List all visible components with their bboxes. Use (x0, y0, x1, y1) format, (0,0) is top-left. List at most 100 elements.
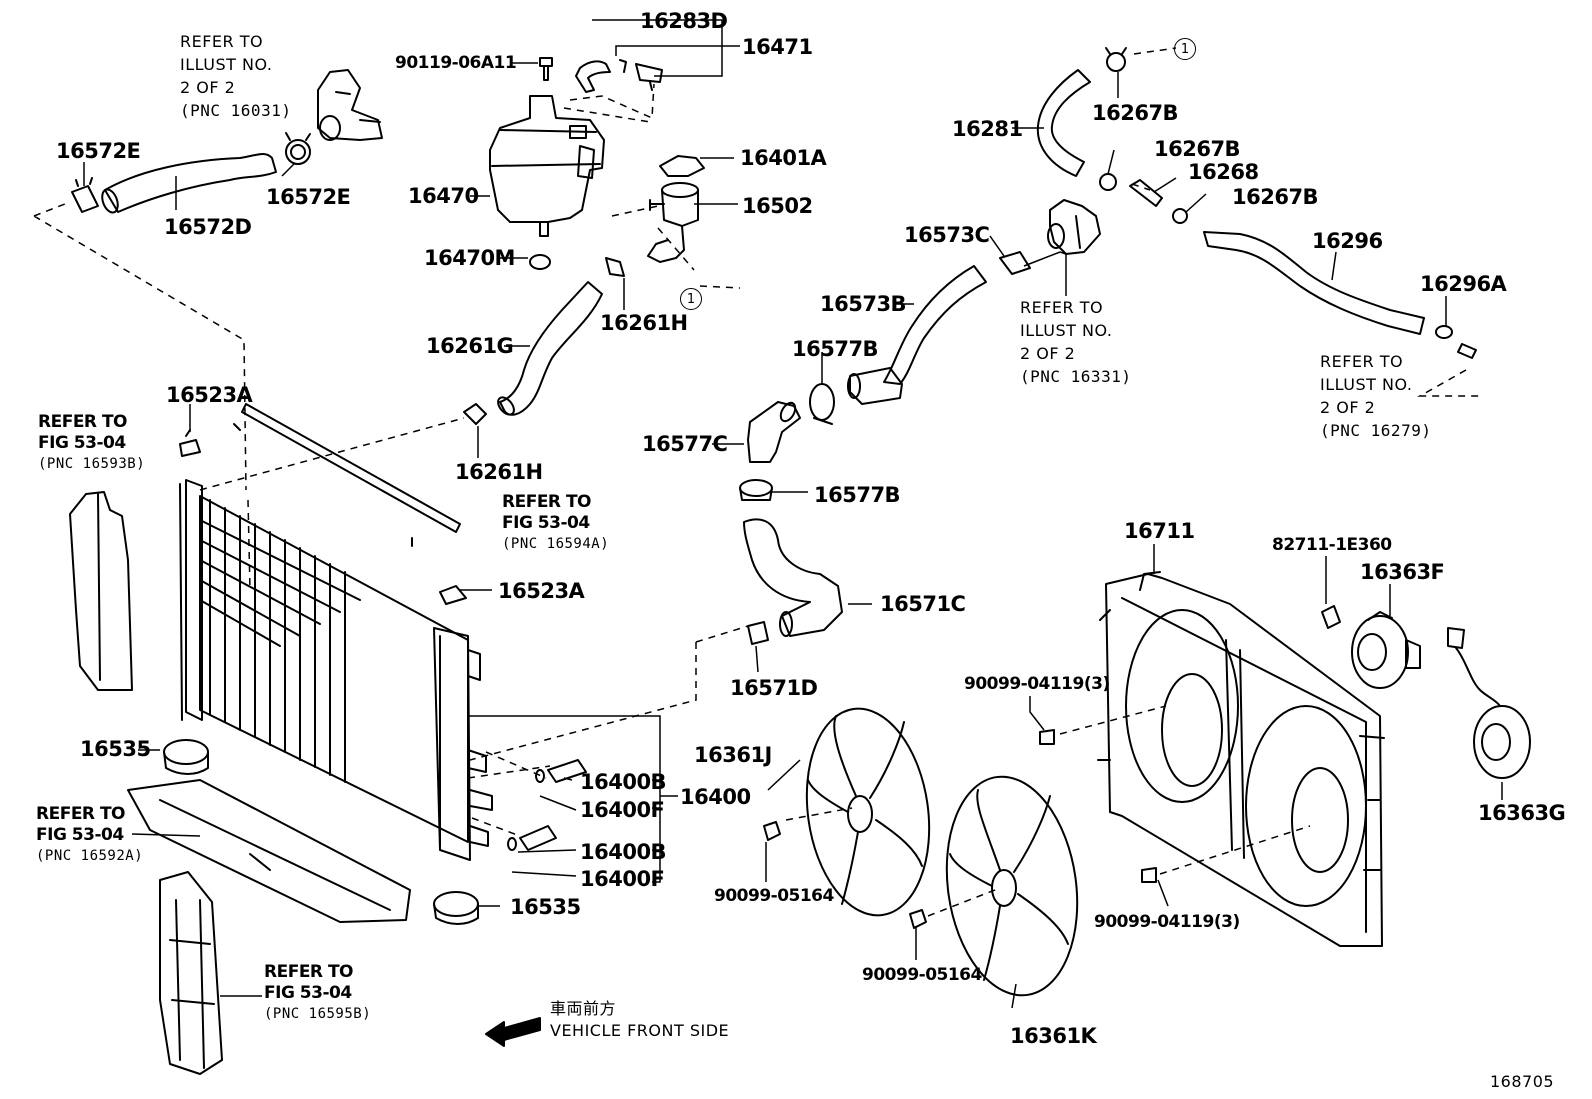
label-16261h-top: 16261H (600, 311, 688, 335)
screw-90099-04119-b (1141, 867, 1157, 883)
label-16363g: 16363G (1478, 801, 1566, 825)
hose-16296 (1203, 231, 1425, 335)
label-16267b-mid: 16267B (1154, 137, 1241, 161)
callout-marker-mid: 1 (680, 288, 702, 310)
ref-pnc-16594a: REFER TO FIG 53-04 (PNC 16594A) (502, 492, 610, 552)
hose-16572d (101, 152, 277, 214)
label-16283d: 16283D (640, 9, 728, 33)
seal-16593b (69, 491, 133, 691)
clamp-16296a (1435, 325, 1453, 339)
drain-cock-16400b-b (507, 825, 557, 851)
clamp-16572e-right (285, 132, 311, 165)
radiator-cap-16401a (659, 155, 705, 177)
label-16470: 16470 (408, 184, 479, 208)
clamp-16261h-bottom (463, 403, 487, 425)
label-16401a: 16401A (740, 146, 827, 170)
clamp-16267b-right (1172, 208, 1188, 224)
clamp-16577b-mid (739, 479, 773, 501)
label-16711: 16711 (1124, 519, 1195, 543)
hose-16281 (1036, 69, 1091, 177)
label-16535-left: 16535 (80, 737, 151, 761)
label-16400b-a: 16400B (580, 770, 667, 794)
filler-neck-16502 (647, 182, 699, 263)
bolt-90119 (539, 57, 553, 81)
label-16361k: 16361K (1010, 1024, 1097, 1048)
label-16296: 16296 (1312, 229, 1383, 253)
nut-90099-05164-b (909, 909, 927, 929)
label-16261h-bottom: 16261H (455, 460, 543, 484)
cap-16470m (529, 254, 551, 270)
fan-motor-16363g (1447, 627, 1531, 779)
nut-90099-05164-a (763, 821, 781, 841)
pipe-16279 (1457, 343, 1477, 359)
fan-motor-16363f (1351, 611, 1421, 689)
label-16523a-top: 16523A (166, 383, 253, 407)
label-16535-right: 16535 (510, 895, 581, 919)
label-16573b: 16573B (820, 292, 907, 316)
ref-pnc-16592a: REFER TO FIG 53-04 (PNC 16592A) (36, 804, 144, 864)
label-90099-05164-a: 90099-05164 (714, 886, 834, 906)
label-16571d: 16571D (730, 676, 818, 700)
label-82711-1e360: 82711-1E360 (1272, 535, 1392, 555)
vehicle-front-note: 車両前方 VEHICLE FRONT SIDE (550, 998, 729, 1042)
label-16400: 16400 (680, 785, 751, 809)
fan-16361j (805, 707, 931, 917)
cushion-16535-right (433, 891, 479, 925)
ref-pnc-16593b: REFER TO FIG 53-04 (PNC 16593B) (38, 412, 146, 472)
clamp-16572e-left (71, 177, 99, 213)
cushion-16535-left (163, 739, 209, 775)
hose-16573b (847, 265, 987, 405)
clip-82711 (1321, 605, 1341, 629)
label-16577b-top: 16577B (792, 337, 879, 361)
hose-16577c (747, 401, 801, 463)
clip-16471 (619, 59, 663, 91)
label-90099-05164-b: 90099-05164 (862, 965, 982, 985)
ref-pnc-16331: REFER TO ILLUST NO. 2 OF 2 (PNC 16331) (1020, 298, 1132, 386)
clamp-16573c (999, 251, 1031, 275)
label-16361j: 16361J (694, 743, 772, 767)
pipe-16268 (1129, 179, 1163, 207)
clamp-16571d (747, 621, 769, 645)
label-16400f-b: 16400F (580, 867, 665, 891)
front-note-jp: 車両前方 (550, 999, 617, 1018)
clamp-16261h-top (605, 257, 625, 277)
screw-90099-04119-a (1039, 729, 1055, 745)
label-16571c: 16571C (880, 592, 966, 616)
label-16471: 16471 (742, 35, 813, 59)
fan-16361k (945, 775, 1079, 997)
label-16296a: 16296A (1420, 272, 1507, 296)
label-16400f-a: 16400F (580, 798, 665, 822)
fan-shroud-16711 (1097, 571, 1385, 947)
hose-16283d (575, 60, 611, 93)
label-16267b-top: 16267B (1092, 101, 1179, 125)
label-90099-04119-b: 90099-04119(3) (1094, 912, 1240, 932)
label-16281: 16281 (952, 117, 1023, 141)
label-16572e-right: 16572E (266, 185, 351, 209)
label-16572e-left: 16572E (56, 139, 141, 163)
label-16363f: 16363F (1360, 560, 1445, 584)
ref-pnc-16031: REFER TO ILLUST NO. 2 OF 2 (PNC 16031) (180, 32, 292, 120)
label-16470m: 16470M (424, 246, 515, 270)
water-outlet-16031 (317, 69, 383, 141)
label-16400b-b: 16400B (580, 840, 667, 864)
cushion-16523a-mid (439, 585, 467, 605)
clamp-16267b-top (1105, 47, 1127, 72)
front-note-en: VEHICLE FRONT SIDE (550, 1021, 730, 1040)
callout-marker-top: 1 (1174, 38, 1196, 60)
ref-pnc-16595b: REFER TO FIG 53-04 (PNC 16595B) (264, 962, 372, 1022)
hose-16261g (497, 281, 603, 416)
lower-support-16592a (127, 779, 411, 923)
label-16268: 16268 (1188, 160, 1259, 184)
label-16523a-mid: 16523A (498, 579, 585, 603)
label-16572d: 16572D (164, 215, 252, 239)
label-16502: 16502 (742, 194, 813, 218)
hose-16571c (743, 518, 843, 637)
water-inlet-16331 (1047, 199, 1101, 255)
radiator-16400 (179, 403, 493, 861)
label-16267b-right: 16267B (1232, 185, 1319, 209)
front-arrow-icon (485, 1017, 541, 1047)
label-90099-04119-a: 90099-04119(3) (964, 674, 1110, 694)
ref-pnc-16279: REFER TO ILLUST NO. 2 OF 2 (PNC 16279) (1320, 352, 1432, 440)
